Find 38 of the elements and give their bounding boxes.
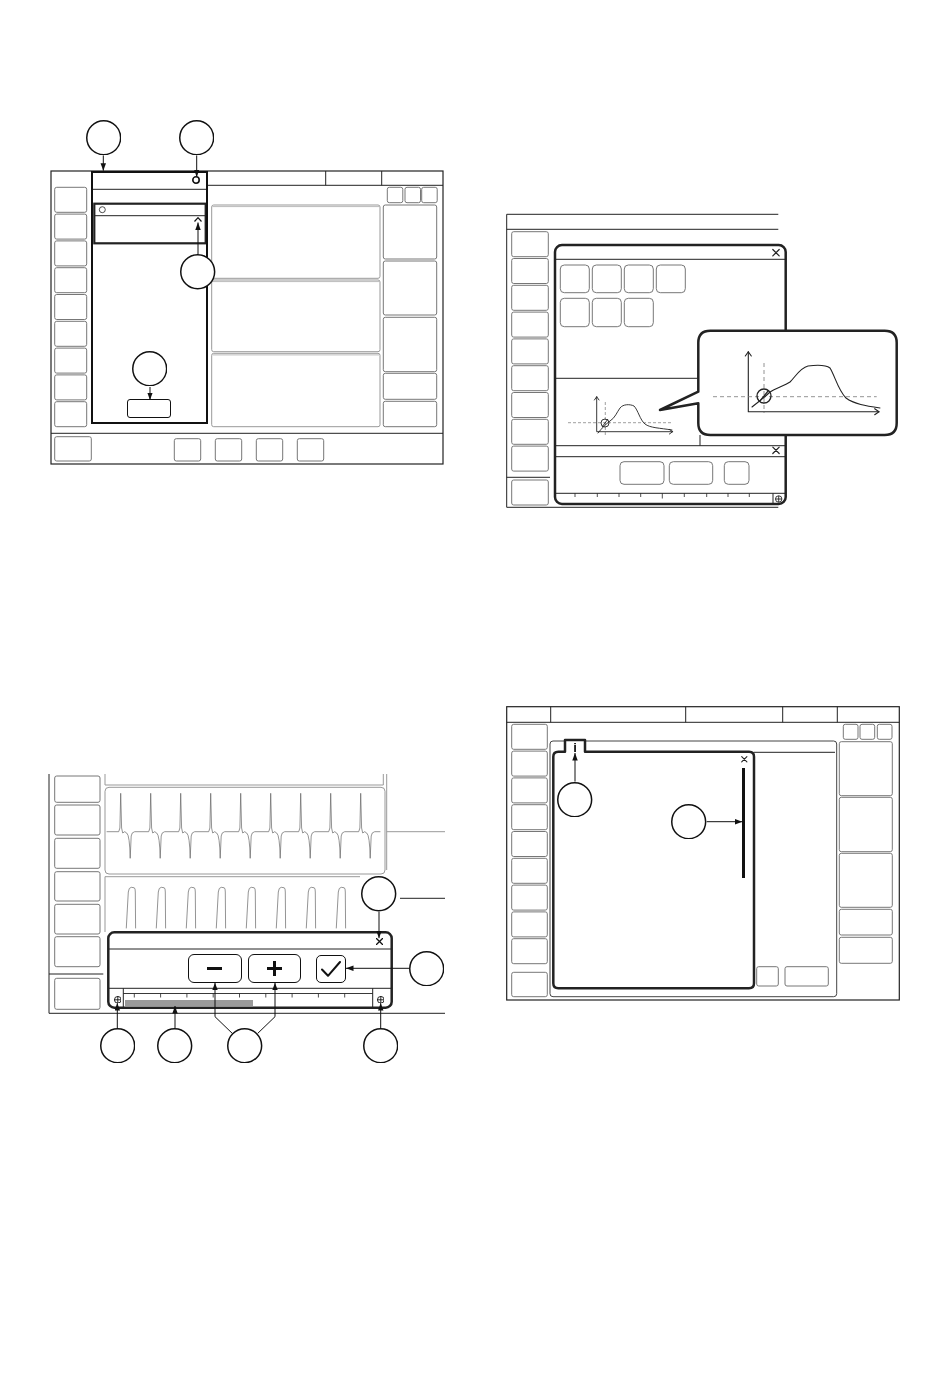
callout-circle [157, 1028, 193, 1064]
callout-circle [227, 1028, 263, 1064]
info-symbol: i [572, 742, 578, 753]
leader-line [114, 1002, 121, 1029]
callout-circle [85, 120, 121, 156]
leader-line [257, 982, 278, 1034]
callout-circle [409, 950, 445, 986]
leader-line [706, 818, 743, 825]
leader-line [100, 154, 107, 172]
callout-circle [361, 876, 397, 912]
leader-line [147, 386, 153, 401]
confirm-button [316, 955, 346, 983]
leader-line [376, 911, 382, 939]
leader-line [172, 1005, 178, 1029]
plus-button [248, 954, 301, 983]
callout-circle [131, 351, 168, 387]
leader-line [193, 154, 200, 178]
leader-line [212, 982, 233, 1034]
callout-circle [180, 254, 216, 290]
leader-line [195, 222, 201, 255]
callout-circle [557, 781, 593, 817]
leader-line [572, 752, 578, 783]
crosshair-icon [376, 995, 385, 1004]
scroll-bar [742, 767, 745, 879]
minus-button [188, 954, 242, 983]
callout-circle [179, 120, 215, 156]
side-panel [90, 170, 209, 425]
ring-icon [192, 176, 201, 185]
close-icon [375, 938, 383, 946]
callout-circle [363, 1028, 399, 1064]
callout-circle [99, 1028, 135, 1064]
progress-bar [125, 1000, 253, 1006]
leader-line [345, 965, 410, 972]
crosshair-icon [113, 995, 122, 1004]
chevron-icon [194, 217, 203, 222]
callout-circle [671, 804, 707, 840]
leader-line [377, 1002, 384, 1029]
button [126, 399, 172, 419]
